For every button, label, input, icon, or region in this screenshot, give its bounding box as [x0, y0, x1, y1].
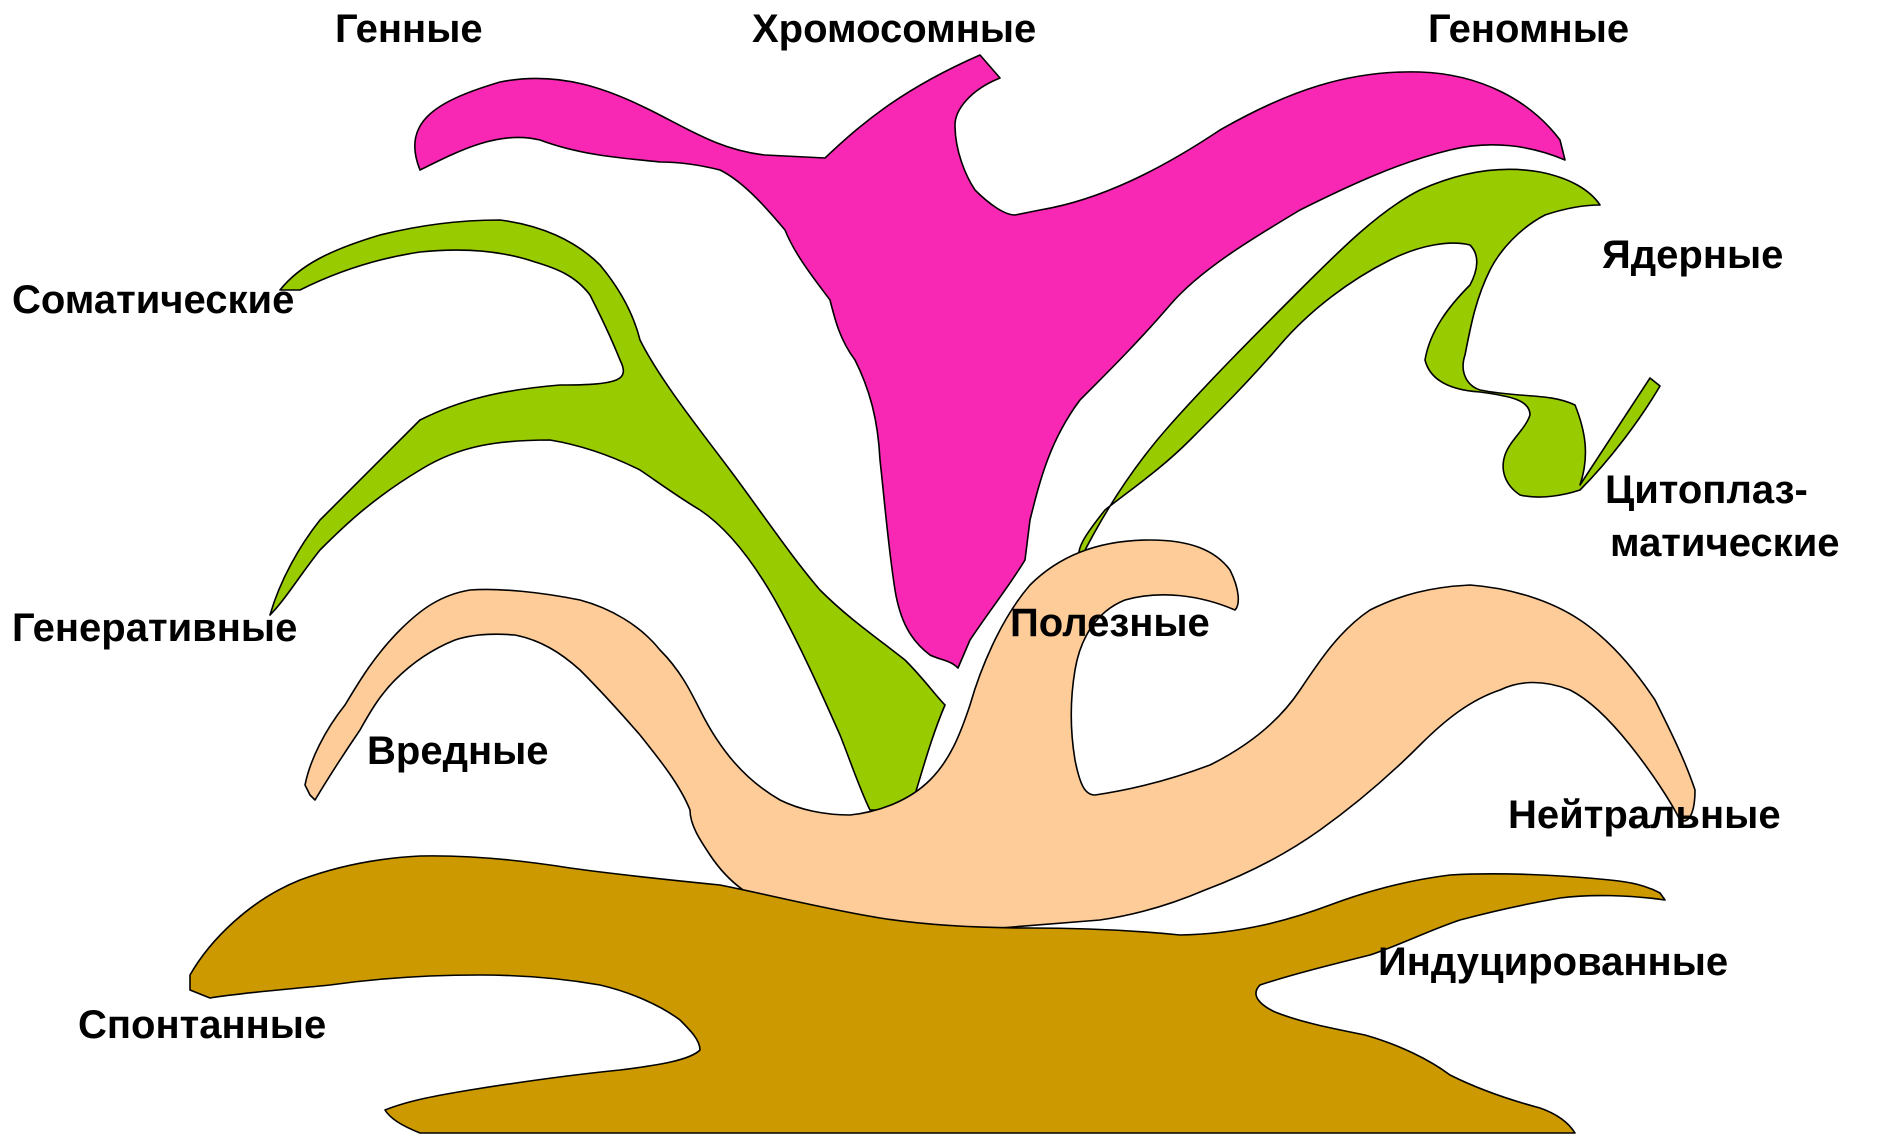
label-citoplaz-line1: Цитоплаз- — [1605, 468, 1808, 512]
label-generativnye: Генеративные — [12, 606, 297, 650]
label-inducirovannye: Индуцированные — [1378, 940, 1728, 984]
pink-branch-shape — [415, 55, 1565, 668]
label-neitralnye: Нейтральные — [1508, 793, 1781, 837]
label-poleznye: Полезные — [1010, 601, 1210, 645]
label-vrednye: Вредные — [367, 729, 549, 773]
label-khromosomnye: Хромосомные — [752, 7, 1036, 51]
label-gennye: Генные — [335, 7, 483, 51]
label-genomnye: Геномные — [1428, 7, 1629, 51]
label-citoplaz-line2: матические — [1610, 521, 1840, 565]
label-spontannye: Спонтанные — [78, 1003, 326, 1047]
label-somaticheskie: Соматические — [12, 278, 294, 322]
label-yadernye: Ядерные — [1602, 233, 1783, 277]
